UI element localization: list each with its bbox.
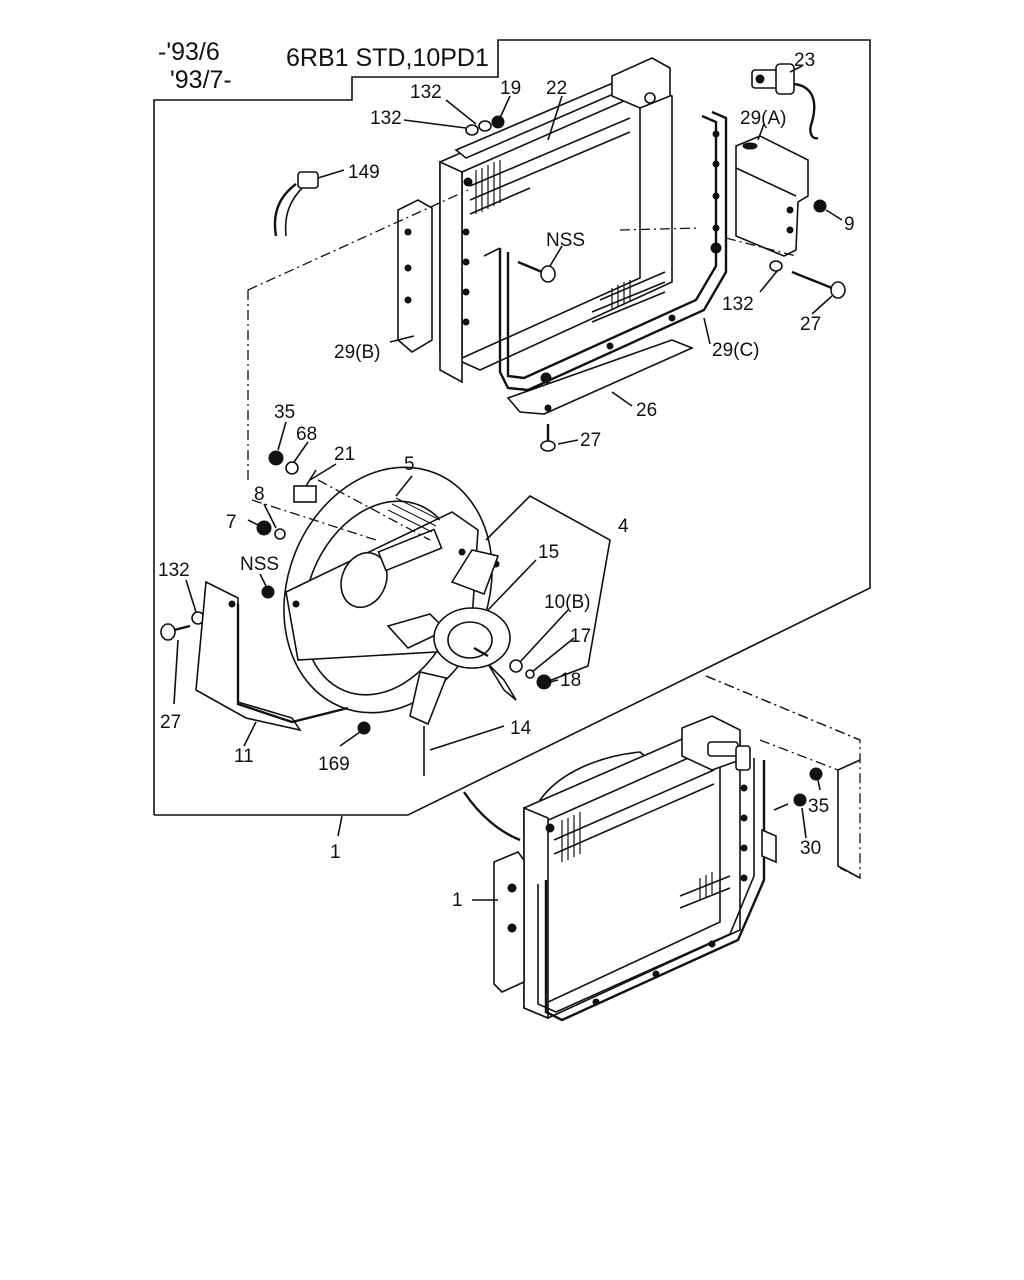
header-date-line1: -'93/6 <box>158 38 220 66</box>
callout-group-4 <box>485 495 611 683</box>
callout-labels: 23 19 22 132 132 29(A) 149 9 NSS 132 27 … <box>158 50 855 911</box>
callout-29A: 29(A) <box>740 108 786 129</box>
callout-169: 169 <box>318 754 350 775</box>
callout-19: 19 <box>500 78 521 99</box>
strap-149 <box>273 171 319 237</box>
leader-lines <box>173 65 843 901</box>
callout-4: 4 <box>618 516 629 537</box>
callout-132-b: 132 <box>370 108 402 129</box>
header-date-line2: '93/7- <box>170 66 232 94</box>
callout-27-b: 27 <box>580 430 601 451</box>
callout-10B: 10(B) <box>544 592 590 613</box>
bracket-11 <box>195 580 349 732</box>
callout-132-d: 132 <box>158 560 190 581</box>
bolt-9 <box>813 199 827 213</box>
bolt-30 <box>773 793 807 811</box>
callout-17: 17 <box>570 626 591 647</box>
callout-8: 8 <box>254 484 265 505</box>
bracket-29C <box>483 110 728 392</box>
callout-68: 68 <box>296 424 317 445</box>
washer-68 <box>285 461 299 475</box>
callout-29C: 29(C) <box>712 340 760 361</box>
bracket-29B <box>397 199 433 353</box>
bolt-27-right <box>769 260 846 299</box>
callout-15: 15 <box>538 542 559 563</box>
callout-5: 5 <box>404 454 415 475</box>
callout-149: 149 <box>348 162 380 183</box>
washer-8 <box>274 528 286 540</box>
radiator-lower-assembly <box>463 715 777 1022</box>
callout-7: 7 <box>226 512 237 533</box>
washer-10B <box>509 659 523 673</box>
bolt-NSS-upper <box>517 260 556 283</box>
callout-29B: 29(B) <box>334 342 380 363</box>
fan-motor-4 <box>386 549 517 776</box>
callout-27-c: 27 <box>160 712 181 733</box>
callout-35: 35 <box>274 402 295 423</box>
callout-22: 22 <box>546 78 567 99</box>
callout-132-c: 132 <box>722 294 754 315</box>
callout-1-upper: 1 <box>330 842 341 863</box>
vehicle-frame-outline <box>705 675 861 880</box>
callout-NSS-upper: NSS <box>546 230 585 251</box>
connector-21 <box>293 469 317 503</box>
bolt-169 <box>357 721 371 735</box>
callout-NSS-left: NSS <box>240 554 279 575</box>
callout-11: 11 <box>234 746 254 767</box>
nut-NSS <box>261 585 275 599</box>
callout-30: 30 <box>800 838 821 859</box>
bottom-plate-26 <box>506 314 695 415</box>
fasteners-132-19 <box>465 115 505 136</box>
thermo-switch-23 <box>751 63 819 140</box>
callout-132-a: 132 <box>410 82 442 103</box>
callout-35-lower: 35 <box>808 796 829 817</box>
callout-1-lower: 1 <box>452 890 463 911</box>
nut-35-lower <box>809 767 823 781</box>
group-boundary-frame <box>153 39 871 816</box>
callout-9: 9 <box>844 214 855 235</box>
bracket-29A <box>735 135 809 257</box>
nut-7 <box>256 520 272 536</box>
radiator-upper <box>439 57 673 384</box>
callout-18: 18 <box>560 670 581 691</box>
callout-27-a: 27 <box>800 314 821 335</box>
callout-14: 14 <box>510 718 532 739</box>
callout-21: 21 <box>334 444 355 465</box>
nut-35 <box>268 450 284 466</box>
nut-18 <box>536 674 552 690</box>
header-model: 6RB1 STD,10PD1 <box>286 44 489 72</box>
callout-26: 26 <box>636 400 657 421</box>
bolt-27-bottom <box>540 424 556 452</box>
callout-23: 23 <box>794 50 815 71</box>
bolt-27-left <box>160 623 191 641</box>
